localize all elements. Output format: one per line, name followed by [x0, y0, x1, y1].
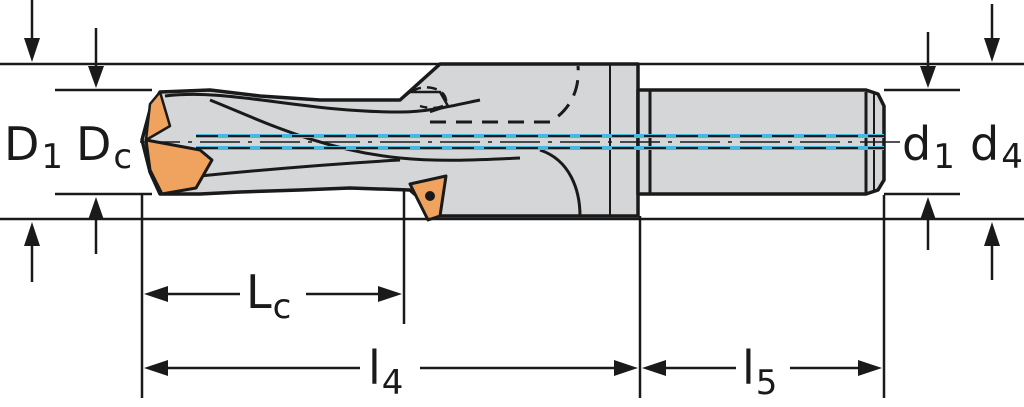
label-l4-sub: 4: [382, 363, 404, 403]
l5-arrow-right: [858, 360, 882, 376]
label-d4-sub: 4: [1001, 137, 1023, 177]
dimension-labels: D1 Dc d1 d4 Lc l4 l5: [4, 117, 1023, 403]
l4-arrow-left: [144, 360, 168, 376]
label-d1-main: d: [902, 117, 931, 171]
d1-arrow-top-head: [920, 66, 936, 88]
d1-arrow-bottom-head: [920, 197, 936, 220]
length-arrows: [144, 286, 882, 376]
diameter-extension-lines: [0, 62, 1024, 221]
label-l4: l4: [368, 341, 403, 403]
insert-screw-hole: [425, 191, 435, 201]
label-d4-main: d: [970, 117, 999, 171]
d4-arrow-bottom-head: [984, 222, 1000, 246]
Lc-arrow-right: [378, 286, 402, 302]
label-Lc: Lc: [246, 265, 291, 327]
Dc-arrow-top-head: [88, 66, 104, 88]
flute-runout: [539, 148, 582, 217]
drill-head-outline: [140, 62, 640, 218]
label-l5-main: l: [742, 341, 755, 395]
drill-body: [140, 62, 886, 218]
flute-edge-helix: [209, 98, 521, 162]
label-Dc-sub: c: [113, 137, 132, 177]
label-D1: D1: [4, 117, 63, 177]
coolant-channel: [140, 134, 900, 150]
l4-arrow-right: [614, 360, 638, 376]
cutting-inserts: [144, 86, 448, 222]
label-Lc-main: L: [246, 265, 272, 319]
label-Dc: Dc: [76, 117, 132, 177]
label-Lc-sub: c: [273, 287, 292, 327]
label-l5-sub: 5: [756, 363, 778, 403]
D1-arrow-top-head: [24, 38, 40, 62]
l5-arrow-left: [642, 360, 666, 376]
Lc-arrow-left: [144, 286, 168, 302]
D1-arrow-bottom-head: [24, 222, 40, 246]
length-extension-lines: [140, 190, 886, 398]
label-D1-sub: 1: [41, 137, 63, 177]
central-insert: [144, 138, 214, 196]
d4-arrow-top-head: [984, 38, 1000, 62]
label-d4: d4: [970, 117, 1023, 177]
label-Dc-main: D: [76, 117, 111, 171]
Dc-arrow-bottom-head: [88, 197, 104, 220]
peripheral-insert-hidden: [411, 86, 448, 110]
flute-edge-top: [164, 92, 481, 114]
central-insert-edge: [144, 90, 172, 142]
flute-edge-lower: [199, 158, 401, 178]
label-l5: l5: [742, 341, 777, 403]
label-D1-main: D: [4, 117, 39, 171]
label-d1-sub: 1: [933, 137, 955, 177]
label-l4-main: l: [368, 341, 381, 395]
label-d1: d1: [902, 117, 955, 177]
diameter-arrows: [24, 0, 1000, 282]
head-chamfer: [399, 90, 450, 114]
